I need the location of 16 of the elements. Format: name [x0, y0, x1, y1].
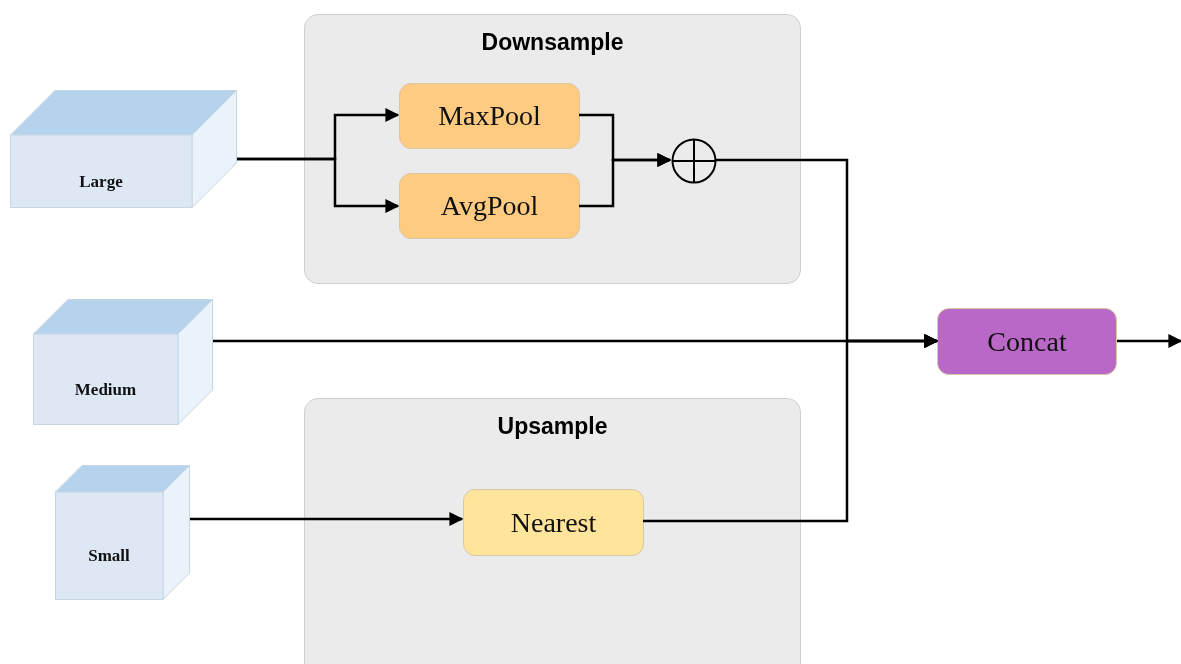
arrow	[190, 512, 464, 526]
maxpool-box: MaxPool	[399, 83, 580, 149]
cube-label: Medium	[73, 379, 138, 400]
panel-title: Downsample	[480, 29, 625, 56]
avgpool-box: AvgPool	[399, 173, 580, 239]
arrow	[579, 153, 672, 208]
panel-title: Upsample	[496, 413, 609, 440]
arrow	[1117, 334, 1181, 348]
concat-box: Concat	[937, 308, 1117, 375]
nearest-box: Nearest	[463, 489, 644, 556]
upsample-panel	[304, 398, 801, 664]
cube-label: Large	[78, 171, 124, 192]
cube-label: Small	[87, 546, 131, 566]
arrow	[643, 334, 939, 523]
arrow	[237, 157, 400, 213]
downsample-panel	[304, 14, 801, 284]
